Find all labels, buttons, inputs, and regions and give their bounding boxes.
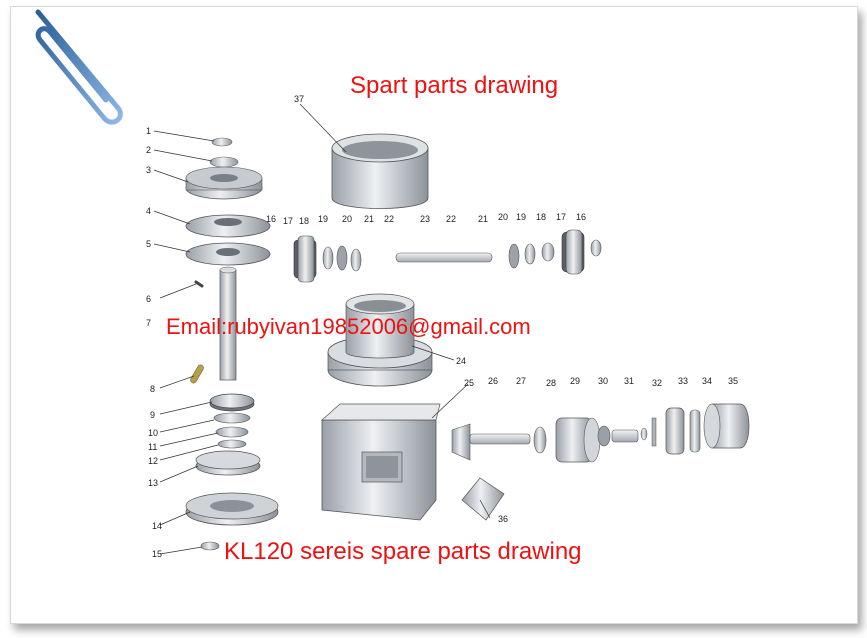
part-label-21-left: 21 [364, 214, 374, 224]
part-label-36: 36 [498, 514, 508, 524]
part-label-35: 35 [728, 376, 738, 386]
part-label-28: 28 [546, 378, 556, 388]
part-label-17-right: 17 [556, 212, 566, 222]
part-label-2: 2 [146, 145, 151, 155]
diagram-caption: KL120 sereis spare parts drawing [224, 538, 582, 565]
part-label-5: 5 [146, 239, 151, 249]
part-label-15: 15 [152, 549, 162, 559]
part-label-12: 12 [148, 456, 158, 466]
part-label-11: 11 [148, 442, 157, 452]
part-label-9: 9 [150, 410, 155, 420]
part-labels: 1 2 3 4 5 6 7 8 9 10 11 12 13 14 15 16 1… [146, 94, 738, 559]
part-label-25: 25 [464, 378, 474, 388]
part-label-31: 31 [624, 376, 634, 386]
paperclip-icon [35, 9, 123, 125]
horizontal-shaft-assembly [293, 229, 602, 283]
part-label-16-right: 16 [576, 212, 586, 222]
part-label-19-left: 19 [318, 214, 328, 224]
part-label-32: 32 [652, 378, 662, 388]
part-label-33: 33 [678, 376, 688, 386]
part-label-14: 14 [152, 521, 162, 531]
contact-email: Email:rubyivan19852006@gmail.com [166, 314, 531, 339]
part-label-19-right: 19 [516, 212, 526, 222]
part-label-24: 24 [456, 356, 466, 366]
part-label-20-left: 20 [342, 214, 352, 224]
part-24-flange-housing [327, 293, 433, 387]
part-label-23: 23 [420, 214, 430, 224]
part-label-13: 13 [148, 478, 158, 488]
part-label-7: 7 [146, 318, 151, 328]
output-shaft-assembly [451, 403, 750, 463]
part-label-29: 29 [570, 376, 580, 386]
part-label-30: 30 [598, 376, 608, 386]
part-label-22-left: 22 [384, 214, 394, 224]
part-label-17-left: 17 [283, 216, 293, 226]
left-stack-parts [185, 137, 279, 551]
part-label-27: 27 [516, 376, 526, 386]
part-label-4: 4 [146, 206, 151, 216]
part-label-6: 6 [146, 294, 151, 304]
part-label-34: 34 [702, 376, 712, 386]
part-label-8: 8 [150, 384, 155, 394]
diagram-heading: Spart parts drawing [350, 72, 559, 99]
part-label-16-left: 16 [266, 214, 276, 224]
part-label-22-right: 22 [446, 214, 456, 224]
part-label-1: 1 [146, 126, 151, 136]
part-37-hopper-ring [331, 133, 429, 209]
part-25-gearbox-body [321, 403, 441, 521]
part-label-37: 37 [294, 94, 304, 104]
part-label-3: 3 [146, 165, 151, 175]
drawing-frame [10, 6, 858, 624]
part-label-21-right: 21 [478, 214, 488, 224]
part-label-20-right: 20 [498, 212, 508, 222]
part-label-18-right: 18 [536, 212, 546, 222]
part-36-plate [461, 477, 505, 521]
part-label-10: 10 [148, 428, 158, 438]
part-label-18-left: 18 [299, 216, 309, 226]
part-label-26: 26 [488, 376, 498, 386]
